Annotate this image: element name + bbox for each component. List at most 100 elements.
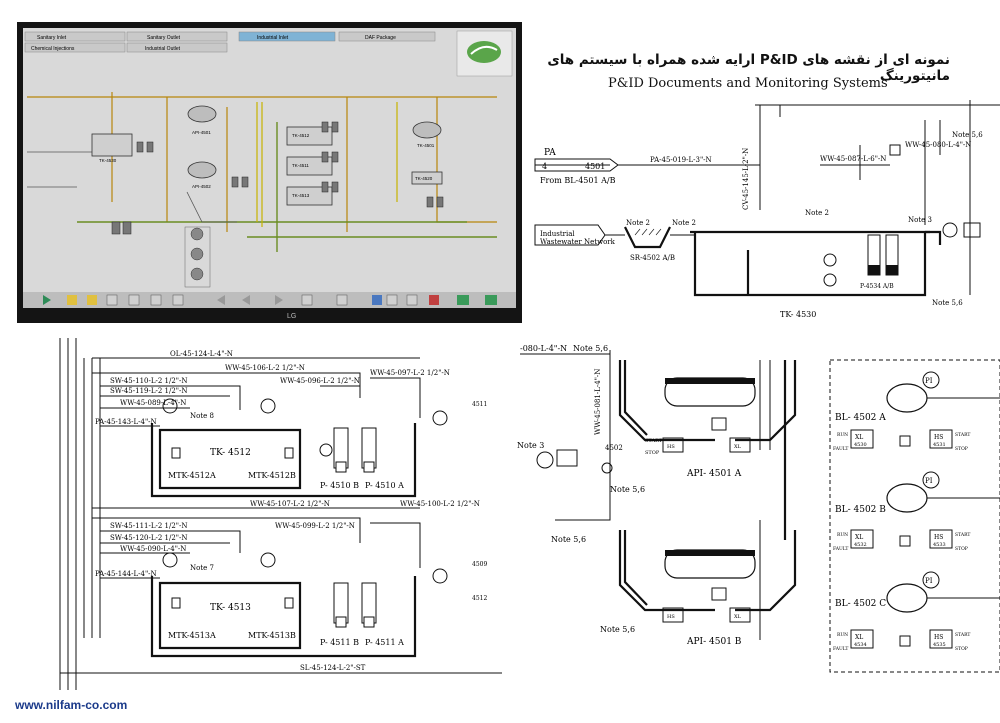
- user-icon[interactable]: [406, 294, 418, 306]
- blower-a-hs-label: HS: [934, 434, 943, 441]
- tab-sanitary-outlet-label: Sanitary Outlet: [147, 35, 181, 41]
- api-4502-label: API-4502: [192, 184, 211, 189]
- page-title-english: P&ID Documents and Monitoring Systems: [608, 76, 888, 91]
- line-pa144: PA-45-144-L-4"-N: [95, 570, 157, 578]
- blower-a-fault: FAULT: [833, 446, 848, 452]
- blower-b-xl-icon: [850, 529, 874, 549]
- api-4501-vessel[interactable]: [187, 105, 217, 123]
- tank-4520[interactable]: [411, 171, 443, 185]
- config-icon[interactable]: [386, 294, 398, 306]
- monitoring-screen: Sanitary Inlet Sanitary Outlet Industria…: [17, 22, 522, 323]
- blower-a[interactable]: [886, 383, 928, 413]
- api-4502-vessel[interactable]: [187, 161, 217, 179]
- inlet-label-2: Wastewater Network: [540, 238, 616, 246]
- line-ww081: WW-45-081-L-4"-N: [594, 369, 602, 435]
- api-a-motor-icon: [711, 417, 727, 431]
- blower-b-start: START: [955, 532, 970, 538]
- folder-icon[interactable]: [67, 295, 77, 305]
- tab-industrial-outlet-label: Industrial Outlet: [145, 46, 181, 52]
- pa-tag: 4501: [585, 162, 605, 171]
- blower-c-stop: STOP: [955, 646, 968, 652]
- save-icon[interactable]: [336, 294, 348, 306]
- print-icon[interactable]: [301, 294, 313, 306]
- chart-icon[interactable]: [457, 295, 469, 305]
- pump-group[interactable]: [111, 121, 444, 235]
- mtk-4513b-label: MTK-4513B: [248, 631, 296, 640]
- note-2-b: Note 2: [672, 219, 696, 227]
- alarm-icon[interactable]: [172, 294, 184, 306]
- open-icon[interactable]: [87, 295, 97, 305]
- tab-sanitary-outlet[interactable]: [126, 31, 228, 42]
- pi-a-label: PI: [925, 377, 933, 385]
- play-icon[interactable]: [43, 295, 51, 305]
- blower-c-motor-icon: [899, 635, 911, 647]
- instrument-bubble-2: [823, 273, 837, 287]
- tank-4511[interactable]: [286, 156, 333, 176]
- pump-motor[interactable]: [889, 144, 901, 156]
- settings-icon[interactable]: [128, 294, 140, 306]
- pi-b-label: PI: [925, 477, 933, 485]
- tab-daf-package[interactable]: [338, 31, 436, 42]
- blower-c[interactable]: [886, 583, 928, 613]
- note-5-6-left: Note 5,6: [551, 535, 586, 544]
- wastewater-inlet[interactable]: [534, 224, 606, 246]
- vertical-headers: [59, 338, 420, 690]
- blower-c-run: RUN: [837, 632, 848, 638]
- blower-a-stop: STOP: [955, 446, 968, 452]
- daf-vessel[interactable]: [412, 121, 442, 139]
- tab-industrial-inlet[interactable]: [238, 31, 336, 42]
- blower-b[interactable]: [886, 483, 928, 513]
- nav-prev-icon[interactable]: [242, 295, 250, 305]
- bl-b-label: BL- 4502 B: [835, 505, 886, 515]
- level-transmitter-icon: [536, 451, 554, 469]
- tank-4513-label: TK-4513: [292, 193, 310, 198]
- api-a-xl-label: XL: [734, 444, 742, 450]
- tab-industrial-outlet[interactable]: [126, 42, 228, 53]
- pid-diagram-api-blowers: -080-L-4"-N Note 5,6 WW-45-081-L-4"-N No…: [517, 344, 1000, 673]
- network-icon[interactable]: [372, 295, 382, 305]
- sr-label: SR-4502 A/B: [630, 254, 675, 262]
- blower-a-xl-label: XL: [855, 434, 863, 441]
- blower-group[interactable]: [190, 227, 204, 281]
- tank-4513[interactable]: [286, 186, 333, 206]
- pid-lines: [534, 100, 1000, 295]
- blower-b-xl-label: XL: [855, 534, 863, 541]
- line-sl: SL-45-124-L-2"-ST: [300, 664, 366, 672]
- api-b-xl-label: XL: [734, 614, 742, 620]
- note-7: Note 7: [190, 564, 214, 572]
- mixer-4513a-motor-icon: [171, 597, 181, 609]
- blower-package: [184, 226, 211, 288]
- tag-4502: 4502: [605, 444, 623, 452]
- trend-icon[interactable]: [150, 294, 162, 306]
- mtk-4512a-label: MTK-4512A: [168, 471, 216, 480]
- lt-bubble-1: [432, 410, 448, 426]
- tab-chemical-injections[interactable]: [24, 42, 126, 53]
- stop-icon[interactable]: [429, 295, 439, 305]
- tank-4512[interactable]: [286, 126, 333, 146]
- nav-left-icon[interactable]: [217, 295, 225, 305]
- pump-a-motor-icon: [868, 265, 880, 275]
- tag-4511: 4511: [472, 401, 487, 408]
- api-b-hs-icon: [662, 607, 684, 623]
- line-ww090: WW-45-090-L-4"-N: [120, 545, 186, 553]
- motor-4511-a-icon: [363, 616, 375, 628]
- tank-4530[interactable]: [91, 133, 133, 157]
- nav-next-icon[interactable]: [275, 295, 283, 305]
- motor-4511-b-icon: [335, 616, 347, 628]
- blower-b-fault: FAULT: [833, 546, 848, 552]
- tab-chemical-injections-label: Chemical Injections: [31, 46, 75, 52]
- tab-sanitary-inlet-label: Sanitary Inlet: [37, 35, 67, 41]
- website-url[interactable]: www.nilfam-co.com: [15, 698, 128, 712]
- pump-4510b-label: P- 4510 B: [320, 481, 359, 490]
- exit-icon[interactable]: [485, 295, 497, 305]
- api-b-hs-label: HS: [667, 614, 675, 620]
- tab-sanitary-inlet[interactable]: [24, 31, 126, 42]
- line-sw110: SW-45-110-L-2 1/2"-N: [110, 377, 188, 385]
- mixer-4512b-motor-icon: [284, 447, 294, 459]
- pump-label: P-4534 A/B: [860, 283, 894, 290]
- line-ww-top: WW-45-087-L-6"-N: [820, 155, 886, 163]
- report-icon[interactable]: [106, 294, 118, 306]
- blower-c-xl-icon: [850, 629, 874, 649]
- blower-a-run: RUN: [837, 432, 848, 438]
- hs-bubble-4: [162, 552, 178, 568]
